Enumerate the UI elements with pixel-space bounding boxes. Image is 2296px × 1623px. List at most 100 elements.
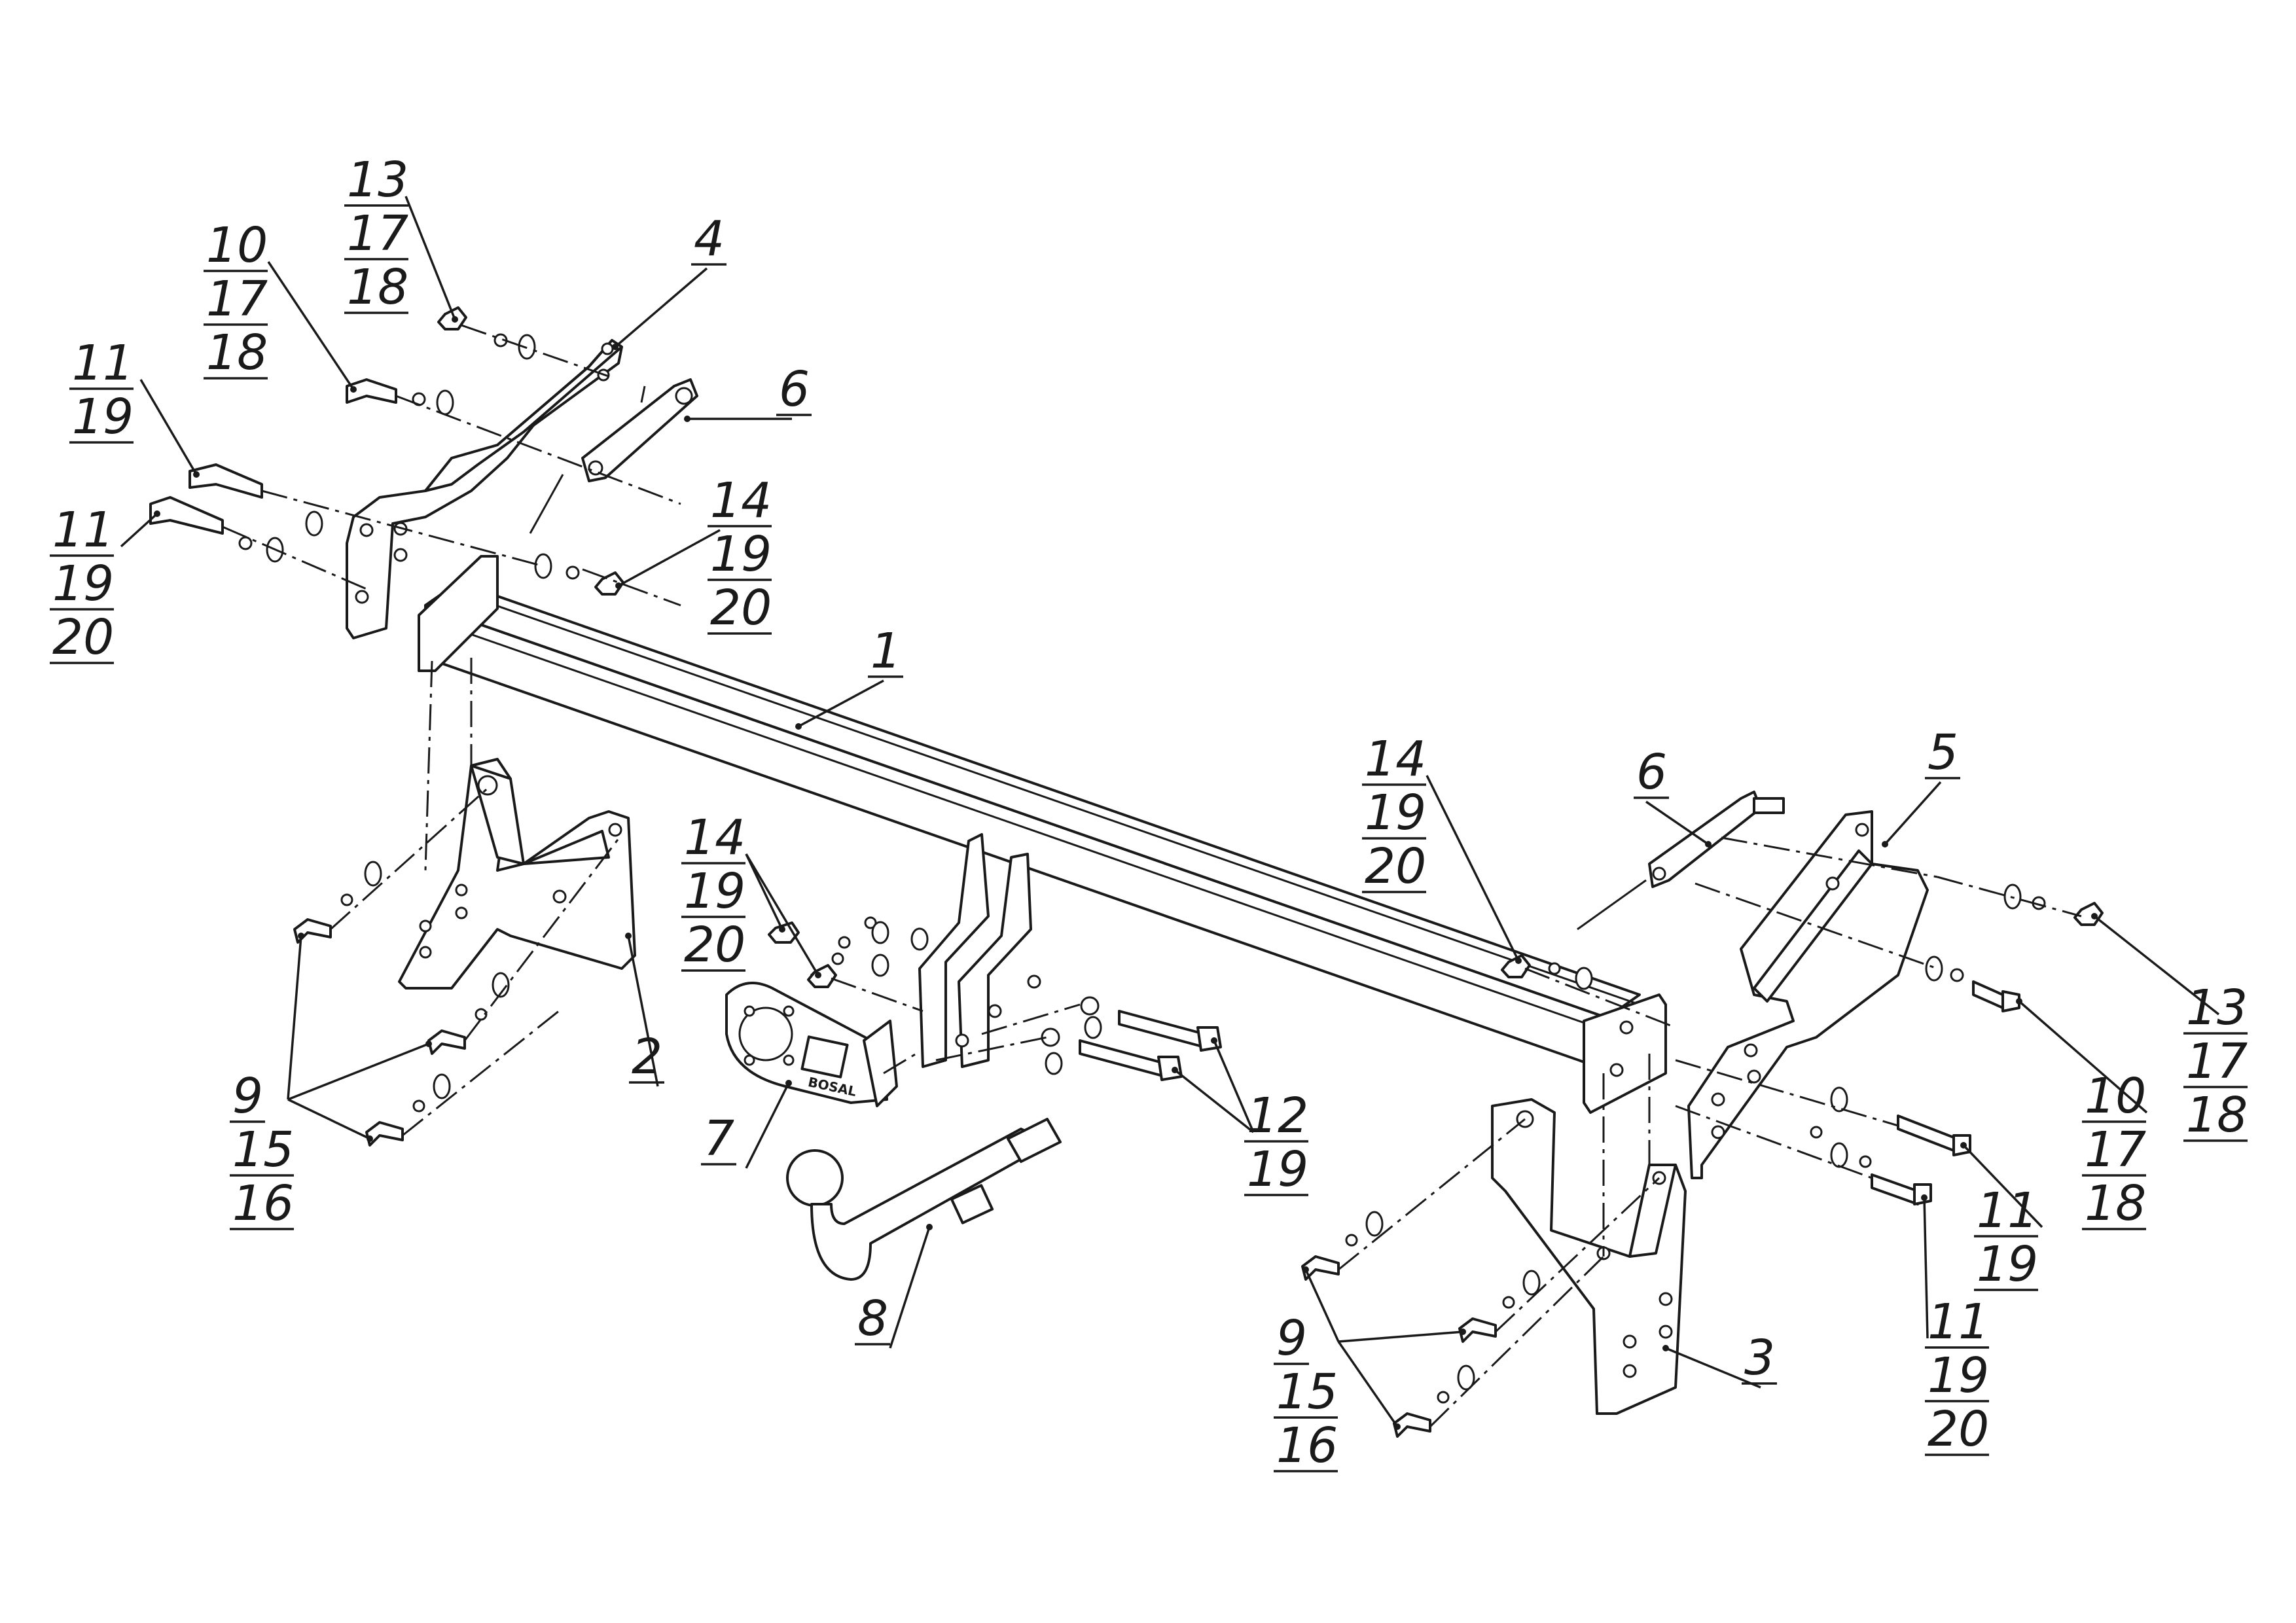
leader-line: [1884, 781, 1942, 846]
leader-dot: [2016, 998, 2022, 1005]
callout-number: 9: [232, 1068, 263, 1124]
leader-dot: [350, 386, 357, 393]
bracket-part-4: [346, 339, 623, 639]
leader-dot: [1394, 1423, 1401, 1430]
callout-number: 11: [1977, 1183, 2038, 1239]
callout-number: 13: [2186, 980, 2248, 1036]
callout-number: 20: [52, 609, 114, 666]
leader-line: [267, 261, 355, 390]
leader-dot: [367, 1135, 373, 1142]
callout-number: 12: [1247, 1088, 1308, 1144]
callout-c8: 8: [855, 1224, 933, 1349]
leader-dot: [795, 723, 802, 730]
plate-part-6-left: [529, 378, 698, 534]
callout-number: 15: [1276, 1364, 1338, 1420]
leader-dot: [1460, 1329, 1466, 1335]
callout-number: 19: [52, 556, 114, 612]
leader-line: [1923, 1197, 1929, 1339]
leader-line: [2018, 1000, 2148, 1114]
fastener-stacks: [149, 306, 2104, 1438]
leader-dot: [615, 582, 622, 589]
callout-number: 17: [2186, 1033, 2248, 1090]
leader-line: [1645, 800, 1709, 846]
leader-dot: [785, 1080, 792, 1086]
callout-number: 19: [1247, 1141, 1308, 1198]
callout-number: 6: [1636, 744, 1667, 800]
leader-line: [889, 1226, 931, 1349]
callout-number: 19: [1977, 1236, 2038, 1293]
leader-line: [139, 379, 198, 475]
leader-dot: [684, 416, 691, 422]
callout-c4: 4: [612, 211, 726, 350]
callout-number: 6: [779, 361, 810, 418]
leader-dot: [1882, 841, 1888, 847]
bracket-part-2: [398, 758, 636, 990]
leader-line: [745, 1082, 790, 1169]
callout-c5: 5: [1882, 724, 1960, 847]
callout-c1: 1: [795, 623, 903, 730]
callout-number: 19: [1365, 785, 1426, 841]
callout-number: 11: [1928, 1294, 1989, 1350]
callout-number: 18: [2085, 1175, 2146, 1232]
leader-dot: [425, 1041, 432, 1047]
callout-number: 17: [206, 271, 268, 327]
leader-line: [1665, 1347, 1761, 1389]
callout-number: 7: [704, 1111, 734, 1167]
bracket-part-3: [1491, 1098, 1687, 1415]
leader-dot: [2091, 913, 2098, 919]
callout-number: 2: [632, 1029, 662, 1085]
leader-line: [745, 853, 819, 976]
leader-dot: [1705, 841, 1712, 847]
callout-number: 19: [72, 389, 134, 445]
callout-c6a: 6: [684, 361, 812, 422]
callout-number: 16: [1276, 1418, 1338, 1474]
bracket-part-5: [1687, 810, 1929, 1179]
cross-beam-part-1: [418, 555, 1667, 1114]
callout-number: 19: [710, 526, 772, 582]
leader-dot: [298, 933, 304, 939]
leader-dot: [1515, 957, 1522, 964]
callout-number: 20: [684, 917, 745, 973]
callout-number: 14: [710, 473, 772, 529]
callout-number: 14: [684, 810, 745, 866]
callout-number: 15: [232, 1122, 294, 1178]
callout-c2: 2: [625, 933, 664, 1087]
leader-dot: [1960, 1142, 1967, 1149]
leader-line: [798, 679, 884, 728]
leader-line: [1174, 1069, 1255, 1133]
callout-number: 19: [684, 863, 745, 919]
tow-ball-part-8: [786, 1118, 1062, 1281]
leader-line: [287, 1098, 370, 1140]
callout-c7: 7: [701, 1080, 792, 1169]
callout-number: 10: [2085, 1068, 2146, 1124]
leader-dot: [815, 972, 821, 978]
leader-dot: [1662, 1345, 1669, 1351]
callout-number: 20: [1365, 838, 1426, 895]
callout-number: 13: [347, 152, 408, 208]
callout-number: 3: [1744, 1330, 1775, 1386]
leader-dot: [1211, 1037, 1217, 1044]
callout-number: 4: [694, 211, 725, 267]
callout-number: 11: [52, 502, 114, 558]
leader-line: [1304, 1269, 1340, 1342]
callout-number: 5: [1928, 724, 1958, 781]
leader-line: [627, 935, 659, 1087]
callout-c3: 3: [1662, 1330, 1777, 1389]
leader-dot: [154, 510, 160, 517]
leader-line: [2093, 915, 2220, 1016]
leader-dot: [625, 933, 632, 939]
leader-dot: [779, 926, 785, 933]
leader-dot: [452, 316, 458, 323]
leader-line: [120, 512, 158, 548]
callout-number: 8: [857, 1291, 888, 1347]
leader-dot: [1302, 1266, 1309, 1273]
